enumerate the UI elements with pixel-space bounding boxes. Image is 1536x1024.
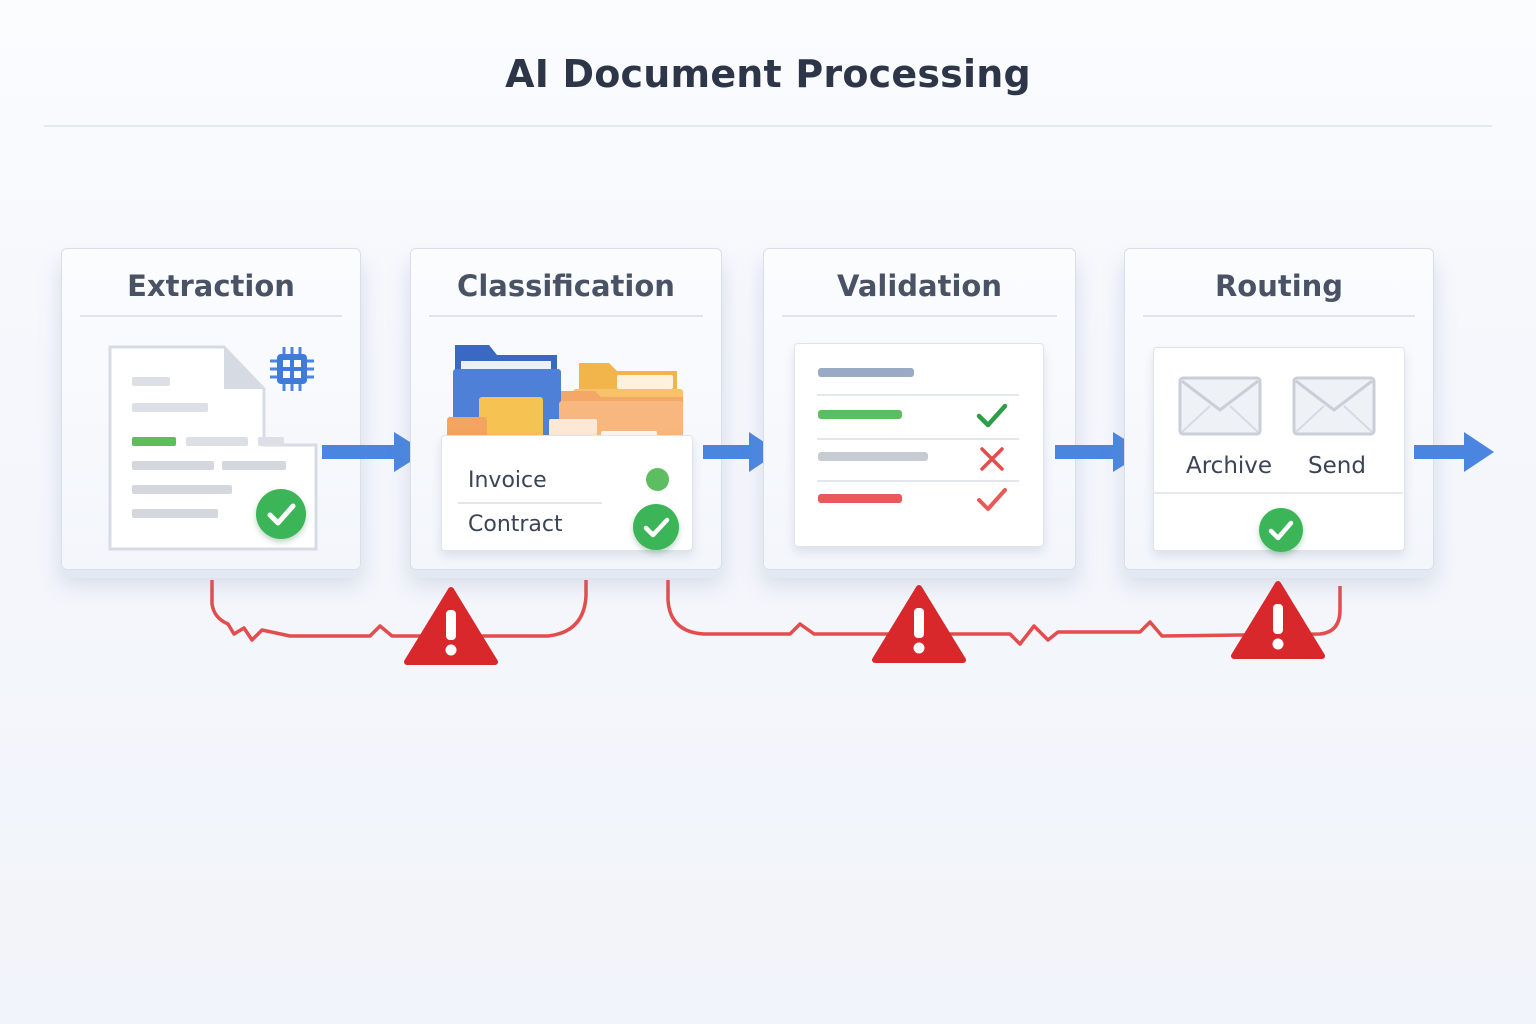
stage-divider <box>80 315 342 317</box>
page-title: AI Document Processing <box>505 52 1031 96</box>
cross-icon <box>977 444 1007 474</box>
check-icon <box>256 489 306 539</box>
warning-icon <box>1231 581 1325 659</box>
status-dot <box>646 468 669 491</box>
row-divider <box>1154 492 1403 494</box>
list-divider <box>458 502 602 504</box>
title-divider <box>44 125 1492 127</box>
error-loop-left <box>210 580 588 642</box>
check-icon <box>975 486 1009 514</box>
send-option-label[interactable]: Send <box>1308 453 1366 479</box>
list-item-contract[interactable]: Contract <box>468 512 563 537</box>
routing-options: Archive Send <box>1153 347 1405 552</box>
warning-icon <box>404 587 498 665</box>
stage-divider <box>429 315 703 317</box>
stage-divider <box>1143 315 1415 317</box>
stage-validation[interactable]: Validation <box>763 248 1076 570</box>
stage-title-extraction: Extraction <box>127 269 295 303</box>
field-bar-error <box>818 494 902 503</box>
list-item-invoice[interactable]: Invoice <box>468 468 547 493</box>
envelope-icon[interactable] <box>1178 376 1262 436</box>
field-bar-neutral <box>818 452 928 461</box>
validation-checklist <box>794 343 1044 547</box>
check-icon <box>1259 508 1303 552</box>
warning-icon <box>872 585 966 663</box>
check-icon <box>633 504 679 550</box>
stage-extraction[interactable]: Extraction <box>61 248 361 570</box>
stage-title-validation: Validation <box>836 269 1002 303</box>
arrow-right-icon <box>1414 432 1494 472</box>
stage-divider <box>782 315 1057 317</box>
stage-title-routing: Routing <box>1214 269 1344 303</box>
row-divider <box>817 480 1019 482</box>
stage-title-classification: Classification <box>457 269 675 303</box>
row-divider <box>817 394 1019 396</box>
classification-list: Invoice Contract <box>441 435 693 551</box>
stage-classification[interactable]: Classification Invoice Contract <box>410 248 722 570</box>
chip-icon <box>268 345 316 393</box>
row-divider <box>817 438 1019 440</box>
stage-routing[interactable]: Routing Archive Send <box>1124 248 1434 570</box>
check-icon <box>975 402 1009 430</box>
field-bar-valid <box>818 410 902 419</box>
header-bar <box>818 368 914 377</box>
archive-option-label[interactable]: Archive <box>1186 453 1273 479</box>
envelope-icon[interactable] <box>1292 376 1376 436</box>
